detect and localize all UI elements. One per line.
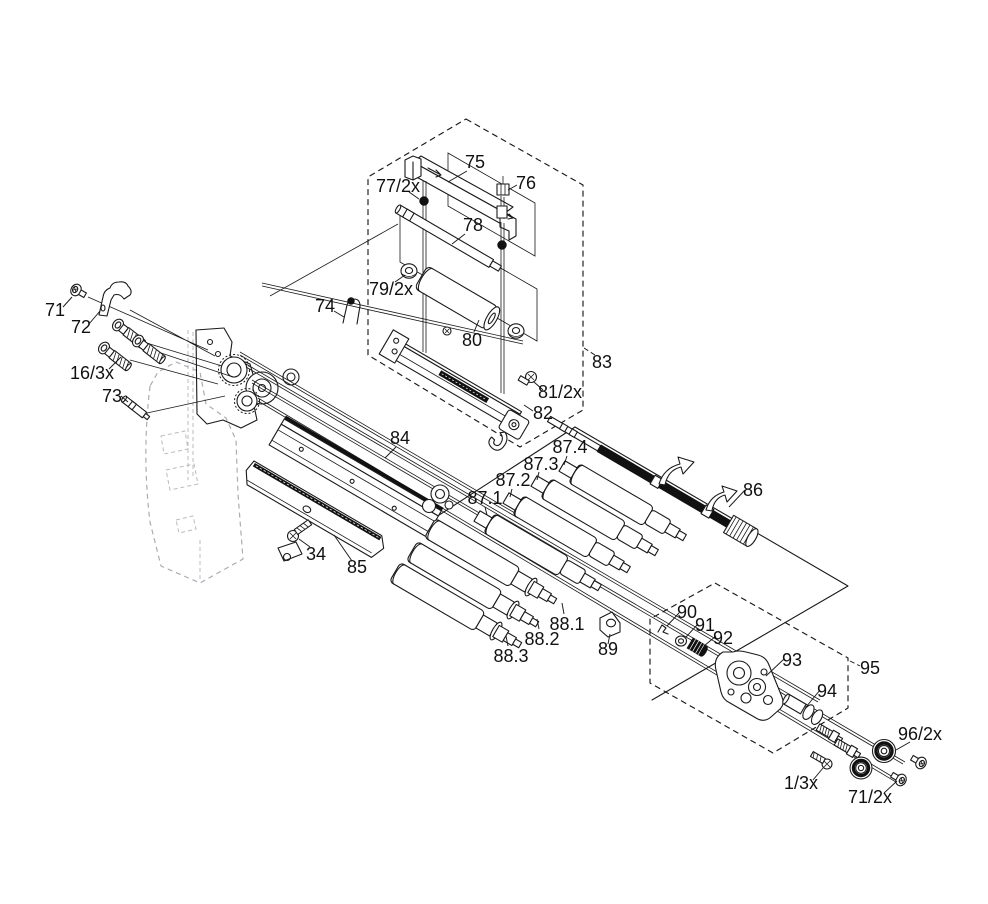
bracket-82 — [378, 329, 530, 451]
callout-95: 95 — [860, 658, 880, 678]
machine-frame-ghost — [145, 330, 303, 584]
callout-81: 81/2x — [538, 382, 582, 402]
frame-foot — [277, 541, 303, 562]
clip-90 — [657, 624, 669, 635]
callout-87-2: 87.2 — [495, 470, 530, 490]
callout-92: 92 — [713, 628, 733, 648]
screw-76 — [496, 176, 510, 196]
oring-77a — [419, 196, 429, 206]
gear-cluster — [195, 327, 300, 429]
callout-91: 91 — [695, 615, 715, 635]
bearing-96a — [870, 737, 898, 765]
callout-74: 74 — [315, 296, 335, 316]
callout-76: 76 — [516, 173, 536, 193]
callout-88-1: 88.1 — [549, 614, 584, 634]
callout-78: 78 — [463, 215, 483, 235]
block-89 — [599, 611, 621, 638]
clip-72 — [98, 281, 132, 317]
assembly-95-boundary — [649, 582, 849, 754]
callout-89: 89 — [598, 639, 618, 659]
screw-34 — [286, 519, 313, 543]
callout-72: 72 — [71, 317, 91, 337]
knob-92 — [686, 637, 708, 657]
screw-81 — [517, 370, 538, 386]
bearing-96b — [848, 755, 874, 781]
screw-16b — [129, 332, 169, 367]
callout-71b: 71/2x — [848, 787, 892, 807]
bracket-93 — [714, 650, 784, 721]
callout-77: 77/2x — [376, 176, 420, 196]
callout-85: 85 — [347, 557, 367, 577]
spring-clip-74 — [342, 297, 361, 325]
callout-80: 80 — [462, 330, 482, 350]
callout-86: 86 — [743, 480, 763, 500]
guide-pins — [422, 180, 508, 394]
callout-79: 79/2x — [369, 279, 413, 299]
callout-82: 82 — [533, 403, 553, 423]
callout-1: 1/3x — [784, 773, 818, 793]
callout-16: 16/3x — [70, 363, 114, 383]
callout-75: 75 — [465, 152, 485, 172]
callout-83: 83 — [592, 352, 612, 372]
callout-88-2: 88.2 — [524, 629, 559, 649]
callout-88-3: 88.3 — [493, 646, 528, 666]
callout-84: 84 — [390, 428, 410, 448]
insert-arrow-icon — [427, 167, 442, 178]
roller-80 — [415, 267, 501, 331]
callout-93: 93 — [782, 650, 802, 670]
shaft-86 — [546, 415, 759, 547]
callout-73: 73 — [102, 386, 122, 406]
callout-96: 96/2x — [898, 724, 942, 744]
drive-shafts — [87, 223, 906, 783]
spring-screw — [832, 737, 863, 761]
callout-90: 90 — [677, 602, 697, 622]
callout-labels: 71 72 16/3x 73 74 75 76 77/2x 78 79/2x 8… — [45, 152, 942, 807]
callout-71: 71 — [45, 300, 65, 320]
screw-96a — [908, 752, 929, 772]
callout-94: 94 — [817, 681, 837, 701]
spacer-94 — [782, 693, 824, 725]
callout-87-3: 87.3 — [523, 454, 558, 474]
callout-34: 34 — [306, 544, 326, 564]
bracket-84-bearing-end — [421, 484, 454, 514]
callout-87-4: 87.4 — [552, 437, 587, 457]
blade-85 — [245, 460, 385, 558]
assembly-83-boundary — [367, 118, 584, 448]
screw-96b — [888, 769, 909, 789]
oring-77b — [497, 240, 507, 250]
rotation-arrow-icon — [658, 456, 738, 512]
shaft-78 — [394, 204, 502, 272]
washer-91 — [674, 635, 688, 647]
callout-87-1: 87.1 — [467, 488, 502, 508]
screw-1 — [809, 751, 833, 770]
leader-lines — [62, 170, 911, 794]
bushing-79b — [507, 323, 525, 339]
screw-82-left — [442, 326, 452, 336]
